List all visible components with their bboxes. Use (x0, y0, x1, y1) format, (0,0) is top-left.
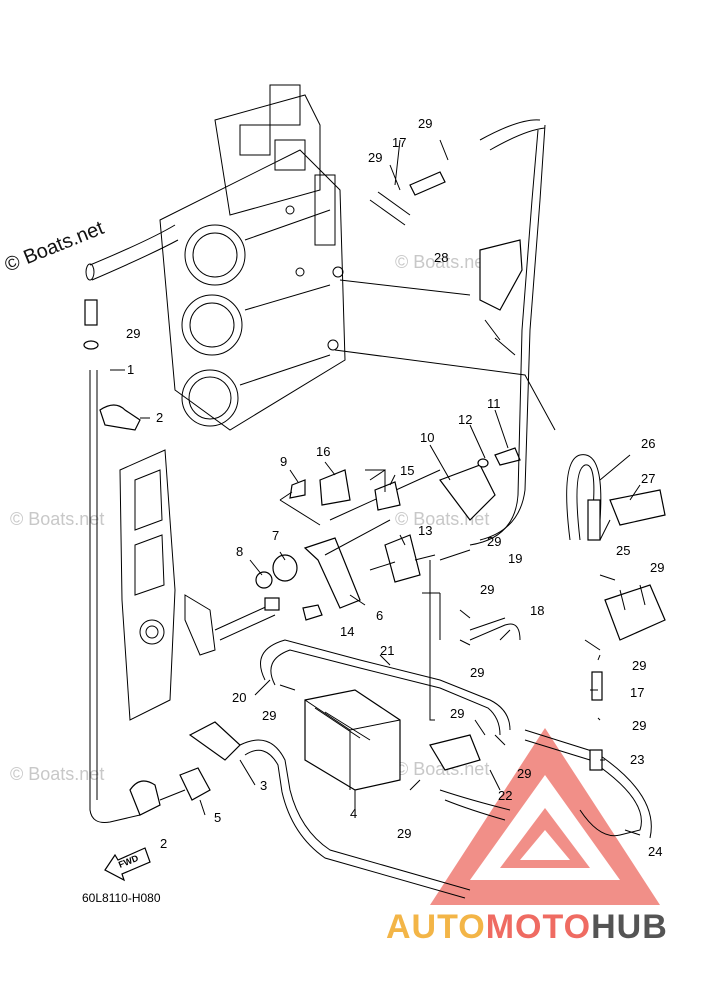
callout-8: 8 (236, 544, 243, 559)
callout-14: 14 (340, 624, 354, 639)
clip-16 (319, 469, 351, 506)
watermark-faint-1: © Boats.net (395, 252, 489, 272)
callout-4: 4 (350, 806, 357, 821)
callout-21: 21 (380, 643, 394, 658)
callout-12: 12 (458, 412, 472, 427)
callout-6: 6 (376, 608, 383, 623)
diagram-code: 60L8110-H080 (82, 891, 161, 905)
engine-block (159, 84, 346, 431)
callout-9: 9 (280, 454, 287, 469)
bracket-28 (479, 239, 523, 311)
callout-10: 10 (420, 430, 434, 445)
callout-3: 3 (260, 778, 267, 793)
callout-29-j: 29 (450, 706, 464, 721)
hose-1 (89, 370, 141, 823)
callout-5: 5 (214, 810, 221, 825)
callout-7: 7 (272, 528, 279, 543)
intake-plate (119, 449, 176, 721)
callout-29-i: 29 (632, 718, 646, 733)
brand-auto: AUTO (386, 908, 486, 946)
callout-15: 15 (400, 463, 414, 478)
fitting-13 (384, 534, 421, 583)
bracket-27 (609, 489, 666, 526)
bolt-11 (494, 447, 521, 466)
fitting-3 (188, 721, 241, 761)
hose-22 (439, 789, 511, 821)
fwd-arrow: FWD (104, 847, 151, 882)
hose-19 (479, 124, 546, 541)
callout-2-bottom: 2 (160, 836, 167, 851)
fitting-top-left (84, 299, 98, 326)
clip-15 (374, 481, 401, 511)
collar-8 (255, 571, 273, 589)
callout-29-g: 29 (650, 560, 664, 575)
leader-lines (110, 139, 641, 836)
hose-26 (566, 454, 602, 541)
fitting-25 (587, 499, 601, 541)
callout-29-l: 29 (397, 826, 411, 841)
callout-26: 26 (641, 436, 655, 451)
bracket-10 (439, 464, 496, 521)
callout-13: 13 (418, 523, 432, 538)
callout-17-top: 17 (392, 135, 406, 150)
callout-16: 16 (316, 444, 330, 459)
callout-29-a: 29 (418, 116, 432, 131)
callout-11: 11 (487, 396, 501, 411)
callout-29-h: 29 (632, 658, 646, 673)
brand-logo-triangle (430, 728, 660, 905)
brand-moto: MOTO (486, 908, 591, 946)
callout-18: 18 (530, 603, 544, 618)
pump-body (604, 584, 666, 641)
bolt-9 (289, 479, 306, 499)
callout-22: 22 (498, 788, 512, 803)
fitting-17-lower (591, 671, 603, 701)
callout-24: 24 (648, 844, 662, 859)
washer-12 (477, 458, 489, 468)
callout-25: 25 (616, 543, 630, 558)
hose-18 (469, 623, 521, 641)
callout-29-f: 29 (470, 665, 484, 680)
fitting-17-top (409, 171, 446, 196)
hose-21 (260, 639, 511, 731)
callout-29-k: 29 (517, 766, 531, 781)
fitting-5 (179, 767, 211, 801)
callout-29-e: 29 (480, 582, 494, 597)
bracket-mount (184, 594, 216, 656)
watermark-main: © Boats.net (2, 217, 108, 277)
hose-24 (524, 739, 642, 837)
callout-20: 20 (232, 690, 246, 705)
callout-19: 19 (508, 551, 522, 566)
callout-29-b: 29 (368, 150, 382, 165)
brand-hub: HUB (591, 908, 668, 946)
clamp-2-top (99, 404, 141, 431)
breather-pipe (89, 224, 179, 281)
bracket-6 (303, 537, 361, 609)
svg-text:AUTOMOTOHUB: AUTOMOTOHUB (386, 908, 668, 946)
callout-17-lower: 17 (630, 685, 644, 700)
callout-29-c: 29 (126, 326, 140, 341)
callout-numbers: 1 2 2 3 4 5 6 7 8 9 10 11 12 13 14 15 16… (126, 116, 664, 859)
callout-29-d: 29 (487, 534, 501, 549)
callout-23: 23 (630, 752, 644, 767)
callout-27: 27 (641, 471, 655, 486)
callout-2-top: 2 (156, 410, 163, 425)
callout-29-m: 29 (262, 708, 276, 723)
callout-1: 1 (127, 362, 134, 377)
clamp-2-bottom (129, 780, 161, 816)
nut-14 (302, 604, 323, 621)
watermark-faint-4: © Boats.net (10, 764, 104, 784)
canister-4 (304, 689, 401, 791)
grommet-7 (272, 554, 298, 582)
watermark-faint-2: © Boats.net (10, 509, 104, 529)
callout-28: 28 (434, 250, 448, 265)
hose-lower (239, 739, 471, 891)
brand-wordmark: AUTOMOTOHUB (386, 908, 668, 946)
